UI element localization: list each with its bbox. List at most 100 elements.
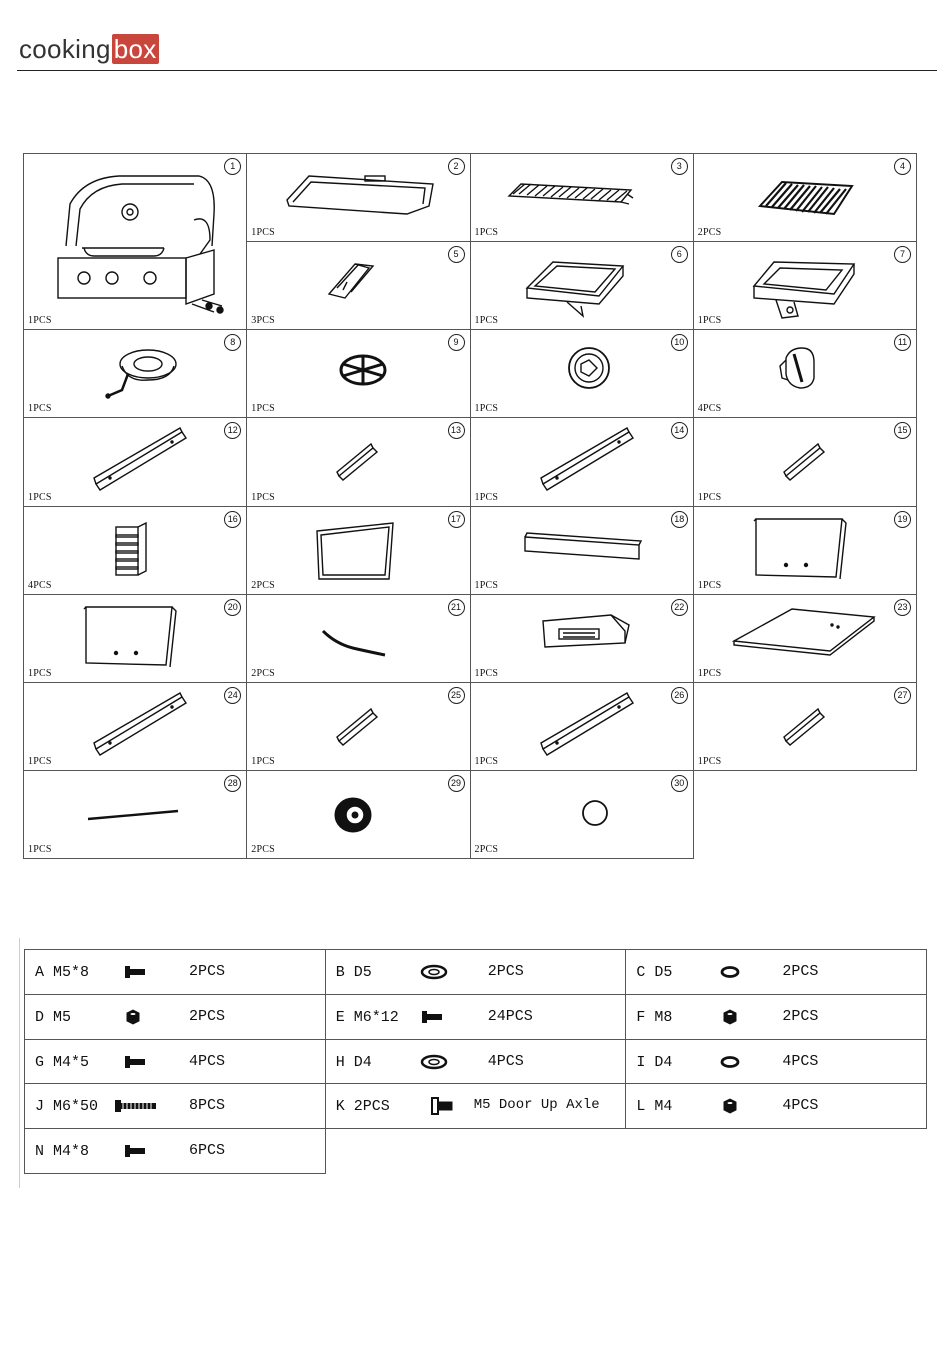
part-quantity: 1PCS (697, 579, 722, 591)
hardware-cell: G M4*5 4PCS (24, 1038, 326, 1085)
hardware-code: I D4 (636, 1053, 673, 1071)
hardware-code: C D5 (636, 964, 673, 981)
part-number: 8 (224, 334, 242, 352)
part-number: 27 (894, 686, 911, 704)
part-quantity: 1PCS (474, 667, 499, 679)
logo-badge: box (111, 34, 159, 64)
part-cell: 19 1PCS (692, 505, 917, 595)
part-cell: 12 1PCS (23, 417, 248, 507)
scan-edge-line (19, 938, 20, 1188)
screw-icon (121, 962, 161, 982)
part-quantity: 1PCS (474, 755, 499, 767)
part-number: 14 (670, 422, 688, 440)
hardware-code: N M4*8 (35, 1143, 90, 1161)
part-cell: 14 1PCS (469, 417, 694, 507)
part-quantity: 4PCS (28, 579, 52, 591)
part-quantity: 1PCS (28, 403, 52, 415)
part-number: 19 (894, 510, 911, 528)
part-number: 5 (447, 246, 465, 264)
part-cell: 16 4PCS (23, 505, 248, 595)
part-number: 2 (447, 158, 465, 175)
part-number: 26 (670, 686, 688, 704)
part-number: 21 (447, 598, 465, 616)
part-cell: 10 1PCS (469, 329, 694, 419)
part-number: 15 (894, 422, 911, 440)
long-bolt-icon (113, 1096, 159, 1116)
part-cell: 3 1PCS (469, 153, 694, 243)
spring-washer-icon (718, 962, 758, 982)
hardware-quantity: 4PCS (782, 1052, 819, 1070)
flat-washer-icon (418, 962, 458, 982)
part-number: 18 (670, 510, 688, 528)
part-number: 16 (224, 510, 242, 528)
spring-washer-icon (718, 1052, 758, 1072)
part-cell: 4 2PCS (692, 153, 917, 243)
part-quantity: 1PCS (28, 315, 52, 327)
part-number: 25 (447, 686, 465, 704)
part-number: 7 (894, 246, 911, 264)
hardware-quantity: 4PCS (189, 1052, 226, 1070)
part-number: 24 (224, 686, 242, 704)
part-quantity: 2PCS (251, 667, 275, 679)
screw-icon (121, 1052, 161, 1072)
part-quantity: 1PCS (251, 491, 275, 503)
hardware-code: H D4 (335, 1053, 372, 1071)
part-number: 3 (670, 158, 688, 175)
part-cell: 27 1PCS (692, 681, 917, 771)
hardware-code: J M6*50 (35, 1098, 99, 1116)
part-quantity: 1PCS (474, 491, 499, 503)
part-quantity: 2PCS (697, 227, 722, 239)
hardware-code: K 2PCS (335, 1098, 390, 1116)
part-quantity: 1PCS (697, 755, 722, 767)
part-cell: 8 1PCS (23, 329, 248, 419)
hardware-code: B D5 (335, 964, 372, 981)
part-number: 28 (224, 774, 242, 792)
part-number: 10 (670, 334, 688, 352)
hardware-quantity: M5 Door Up Axle (473, 1097, 600, 1114)
screw-icon (121, 1141, 161, 1161)
hardware-quantity: 8PCS (189, 1097, 226, 1115)
flat-washer-icon (418, 1052, 458, 1072)
hardware-cell: I D4 4PCS (625, 1038, 928, 1085)
hardware-code: D M5 (35, 1008, 72, 1026)
hardware-quantity: 24PCS (487, 1007, 533, 1025)
hardware-code: G M4*5 (35, 1053, 90, 1071)
hardware-quantity: 6PCS (189, 1142, 226, 1160)
part-number: 4 (894, 158, 911, 175)
hardware-code: A M5*8 (35, 964, 90, 981)
part-number: 12 (224, 422, 242, 440)
part-quantity: 1PCS (28, 667, 52, 679)
part-cell: 7 1PCS (692, 241, 917, 331)
part-quantity: 2PCS (251, 844, 275, 855)
part-number: 17 (447, 510, 465, 528)
part-quantity: 1PCS (697, 315, 722, 327)
part-quantity: 1PCS (28, 491, 52, 503)
part-number: 13 (447, 422, 465, 440)
hardware-cell: N M4*8 6PCS (24, 1128, 326, 1174)
part-quantity: 1PCS (474, 227, 499, 239)
nut-icon (718, 1096, 758, 1116)
hardware-quantity: 4PCS (782, 1097, 819, 1115)
axle-bolt-icon (428, 1096, 468, 1116)
part-quantity: 1PCS (474, 403, 499, 415)
